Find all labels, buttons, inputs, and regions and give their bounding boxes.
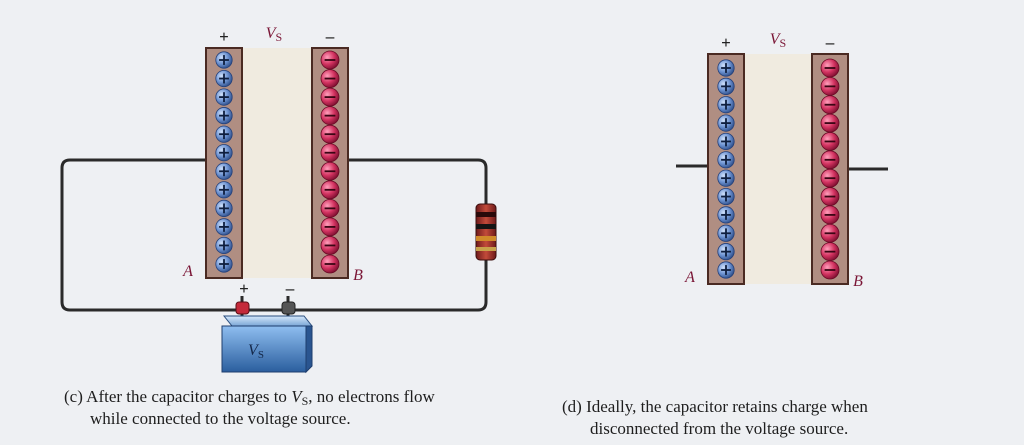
minus-sign: –: [825, 33, 835, 52]
dielectric-gap: [242, 48, 312, 278]
battery-label: VS: [248, 342, 264, 361]
battery-minus-sign: –: [285, 279, 295, 298]
positive-charges: [717, 59, 735, 279]
panel-d: + VS – A B: [676, 31, 888, 290]
battery: + – VS: [221, 279, 314, 374]
battery-plus-sign: +: [239, 279, 249, 298]
plus-sign: +: [219, 27, 229, 46]
plate-b-label: B: [853, 273, 863, 290]
panel-c: + VS – A B + –: [60, 25, 497, 374]
battery-terminal-negative: [281, 301, 296, 315]
minus-sign: –: [325, 27, 335, 46]
vs-label: VS: [770, 31, 786, 50]
plate-a-label: A: [182, 263, 193, 280]
plate-a-label: A: [684, 269, 695, 286]
positive-charges: [215, 51, 233, 273]
caption-d: (d) Ideally, the capacitor retains charg…: [562, 397, 868, 438]
circuit-wire: [60, 158, 488, 312]
caption-c: (c) After the capacitor charges to VS, n…: [64, 387, 435, 428]
negative-charges: [320, 50, 340, 274]
plus-sign: +: [721, 33, 731, 52]
dielectric-gap: [744, 54, 812, 284]
battery-terminal-positive: [235, 301, 250, 315]
negative-charges: [820, 58, 840, 280]
plate-b-label: B: [353, 267, 363, 284]
vs-label: VS: [266, 25, 282, 44]
resistor: [475, 203, 497, 261]
